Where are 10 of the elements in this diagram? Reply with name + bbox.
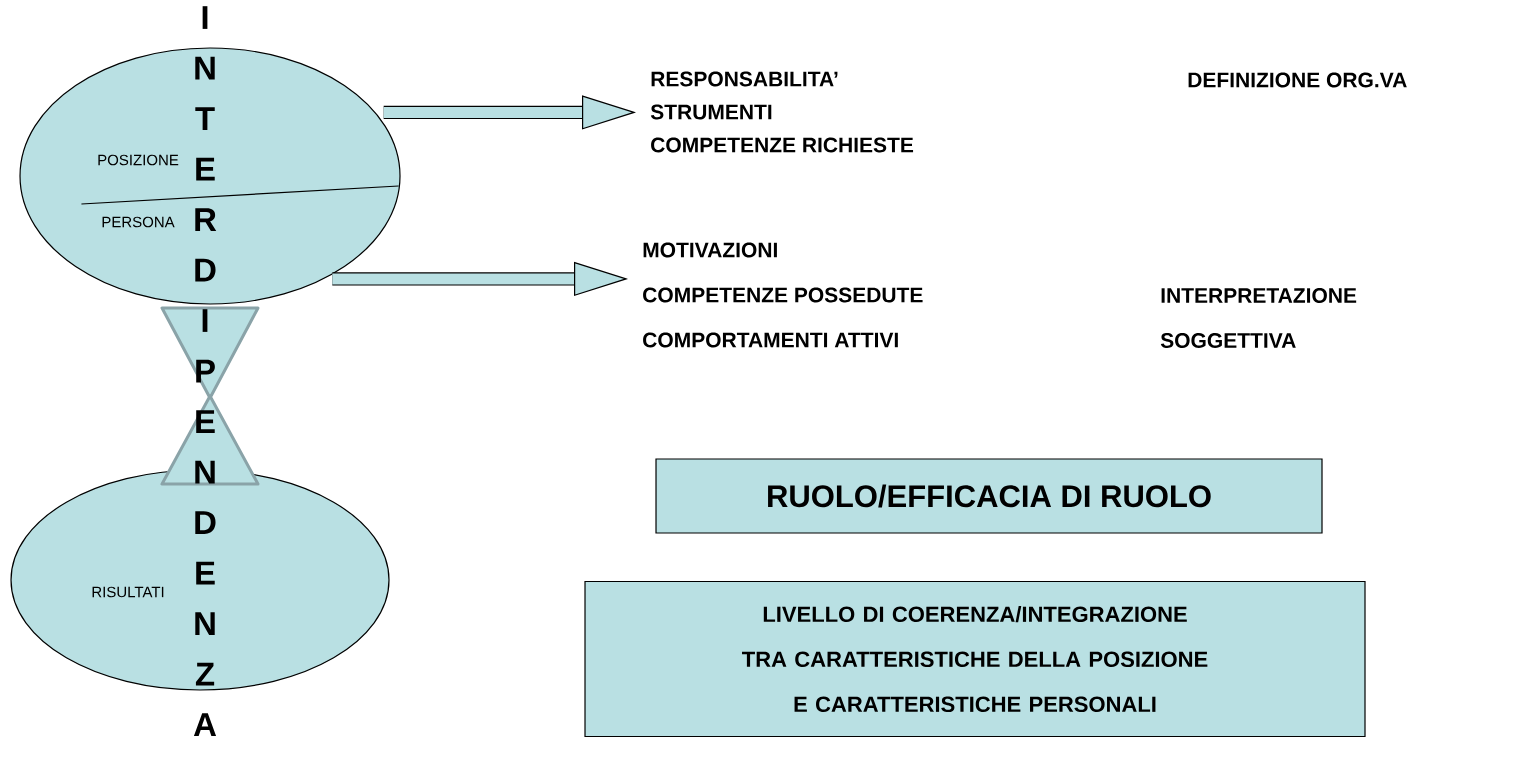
ellipse-label: PERSONA (102, 216, 175, 228)
text-list: RESPONSABILITA’ STRUMENTI COMPETENZE RICHIESTE (650, 71, 914, 153)
side-note: INTERPRETAZIONE SOGGETTIVA (1160, 288, 1357, 348)
text-list: MOTIVAZIONI COMPETENZE POSSEDUTE COMPORTAMENTI ATTIVI (643, 242, 923, 348)
text-box: LIVELLO DI COERENZA/INTEGRAZIONE TRA CARATTERISTICHE DELLA POSIZIONE E CARATTERISTICHE PERSONALI (584, 580, 1366, 738)
title-box: RUOLO/EFFICACIA DI RUOLO (655, 458, 1323, 534)
ellipse-label: POSIZIONE (98, 154, 179, 166)
vertical-label: INTERDIPENDENZA (193, 6, 217, 736)
side-note: DEFINIZIONE ORG.VA (1188, 72, 1407, 88)
ellipse-label: RISULTATI (92, 586, 164, 598)
